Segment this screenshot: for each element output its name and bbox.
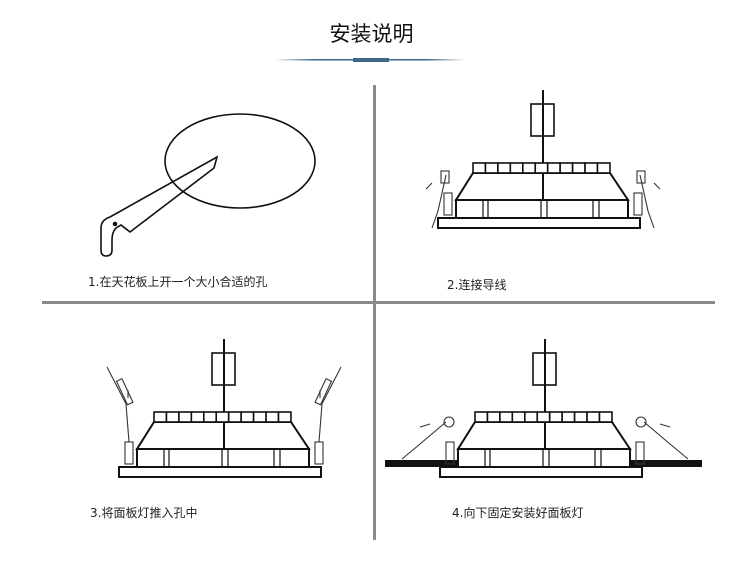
heat-sink-fin	[484, 162, 499, 174]
step1-caption: 1.在天花板上开一个大小合适的孔	[88, 275, 268, 289]
heat-sink-fin	[509, 162, 524, 174]
spring-clip-pivot	[443, 416, 455, 428]
heat-sink-fin	[596, 162, 611, 174]
lamp-face-panel	[437, 217, 641, 229]
horizontal-divider	[42, 301, 715, 304]
step2-caption: 2.连接导线	[447, 278, 507, 292]
heat-sink-fin	[265, 411, 280, 423]
heat-sink-fin	[497, 162, 512, 174]
heat-sink-fin	[165, 411, 180, 423]
step3-lamp-diagram	[106, 339, 342, 478]
connector-box	[530, 103, 555, 137]
lamp-body	[455, 199, 629, 219]
step4-caption: 4.向下固定安装好面板灯	[452, 506, 584, 520]
spring-clip-arm	[639, 174, 655, 229]
page-title: 安装说明	[329, 22, 414, 46]
heat-sink-fin	[559, 162, 574, 174]
heat-sink-fin	[536, 411, 551, 423]
heat-sink-fin	[215, 411, 230, 423]
heat-sink-fin	[178, 411, 193, 423]
spring-clip-base	[443, 192, 453, 216]
heat-sink-fin	[486, 411, 501, 423]
spring-clip-arm	[431, 174, 447, 229]
heat-sink-fin	[586, 411, 601, 423]
step4-lamp-diagram	[385, 339, 702, 478]
heat-sink-fin	[227, 411, 242, 423]
vertical-divider	[373, 85, 376, 540]
heat-sink-fin	[598, 411, 613, 423]
heat-sink-fin	[548, 411, 563, 423]
heat-sink-fin	[499, 411, 514, 423]
lamp-body	[457, 448, 631, 468]
spring-clip-arm	[643, 421, 689, 460]
heat-sink-fin	[573, 411, 588, 423]
spring-clip-base	[314, 441, 324, 465]
heat-sink-fin	[252, 411, 267, 423]
spring-clip-head	[314, 377, 333, 406]
heat-sink-fin	[571, 162, 586, 174]
motion-mark	[659, 423, 671, 428]
step2-lamp-diagram	[425, 90, 661, 229]
spring-clip-arm	[318, 366, 342, 443]
spring-clip-base	[124, 441, 134, 465]
heat-sink-fin	[584, 162, 599, 174]
spring-clip-head	[440, 170, 450, 184]
heat-sink-fin	[561, 411, 576, 423]
spring-clip-head	[115, 377, 134, 406]
heat-sink-fin	[546, 162, 561, 174]
title-underline	[275, 58, 465, 62]
heat-sink-fin	[240, 411, 255, 423]
spring-clip-pivot	[635, 416, 647, 428]
lamp-body	[136, 448, 310, 468]
heat-sink-fin	[474, 411, 489, 423]
heat-sink-fin	[472, 162, 487, 174]
spring-clip-base	[445, 441, 455, 465]
spring-clip-base	[633, 192, 643, 216]
heat-sink-fin	[153, 411, 168, 423]
step1-diagram	[100, 113, 316, 257]
spring-clip-base	[635, 441, 645, 465]
lamp-face-panel	[118, 466, 322, 478]
heat-sink-fin	[190, 411, 205, 423]
spring-clip-arm	[106, 366, 130, 443]
heat-sink-fin	[534, 162, 549, 174]
motion-mark	[419, 423, 431, 428]
heat-sink-fin	[523, 411, 539, 423]
heat-sink-fin	[277, 411, 292, 423]
heat-sink-fin	[511, 411, 526, 423]
spring-clip-arm	[401, 421, 447, 460]
connector-box	[532, 352, 557, 386]
motion-mark	[653, 182, 661, 190]
lamp-face-panel	[439, 466, 643, 478]
connector-box	[211, 352, 236, 386]
step3-caption: 3.将面板灯推入孔中	[90, 506, 198, 520]
ceiling-hole	[164, 113, 316, 209]
heat-sink-fin	[203, 411, 218, 423]
motion-mark	[425, 182, 433, 190]
knife-icon	[100, 155, 219, 257]
heat-sink-fin	[521, 162, 537, 174]
spring-clip-head	[636, 170, 646, 184]
